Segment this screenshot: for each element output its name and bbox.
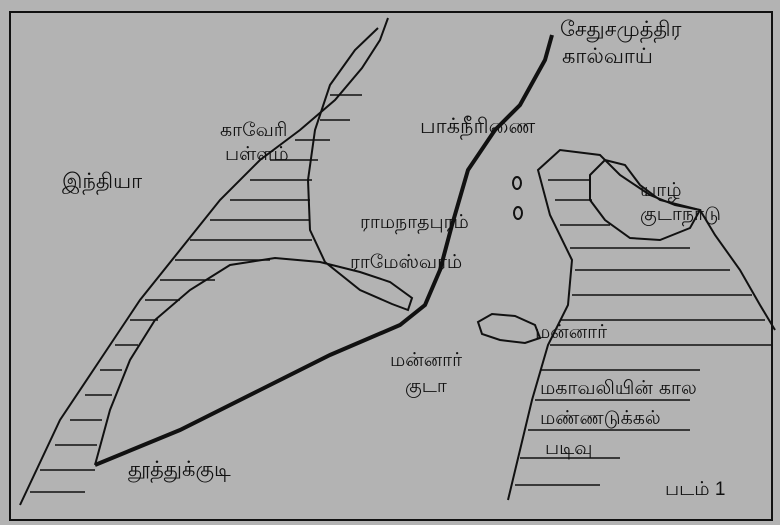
label-gulf-line1: மன்னார் bbox=[390, 349, 462, 371]
label-india: இந்தியா bbox=[62, 169, 143, 193]
jaffna-peninsula bbox=[589, 158, 702, 242]
islet-1 bbox=[512, 176, 522, 190]
label-gulf-line2: குடா bbox=[405, 375, 447, 397]
label-cauvery-line2: பள்ளம் bbox=[225, 143, 289, 165]
label-ramanathapuram: ராமநாதபுரம் bbox=[360, 211, 469, 233]
islet-2 bbox=[513, 206, 523, 220]
label-palk-strait: பாக்நீரிணை bbox=[420, 114, 536, 138]
label-sethu-line2: கால்வாய் bbox=[562, 44, 653, 68]
label-basin-line2: மண்ணடுக்கல் bbox=[540, 407, 661, 429]
label-rameswaram: ராமேஸ்வரம் bbox=[350, 251, 463, 273]
figure-caption: படம் 1 bbox=[665, 479, 726, 500]
sri-lanka-hatching bbox=[515, 179, 772, 486]
mannar-island bbox=[476, 312, 542, 345]
label-cauvery-line1: காவேரி bbox=[220, 119, 288, 141]
label-jaffna-line1: யாழ் bbox=[640, 179, 682, 201]
basin-inner-boundary bbox=[94, 27, 414, 466]
sri-lanka-coastline bbox=[507, 148, 776, 501]
label-mannar-island: மன்னார் bbox=[535, 321, 607, 343]
label-basin-line1: மகாவலியின் கால bbox=[540, 377, 697, 399]
india-coastline bbox=[19, 17, 389, 506]
label-sethu-line1: சேதுசமுத்திர bbox=[560, 17, 682, 41]
basin-hatching bbox=[30, 94, 362, 493]
label-tuticorin: தூத்துக்குடி bbox=[128, 457, 231, 481]
label-basin-line3: படிவு bbox=[545, 437, 593, 459]
label-jaffna-line2: குடாநாடு bbox=[640, 203, 721, 225]
map-frame bbox=[9, 11, 773, 521]
channel-route-line bbox=[94, 34, 554, 467]
